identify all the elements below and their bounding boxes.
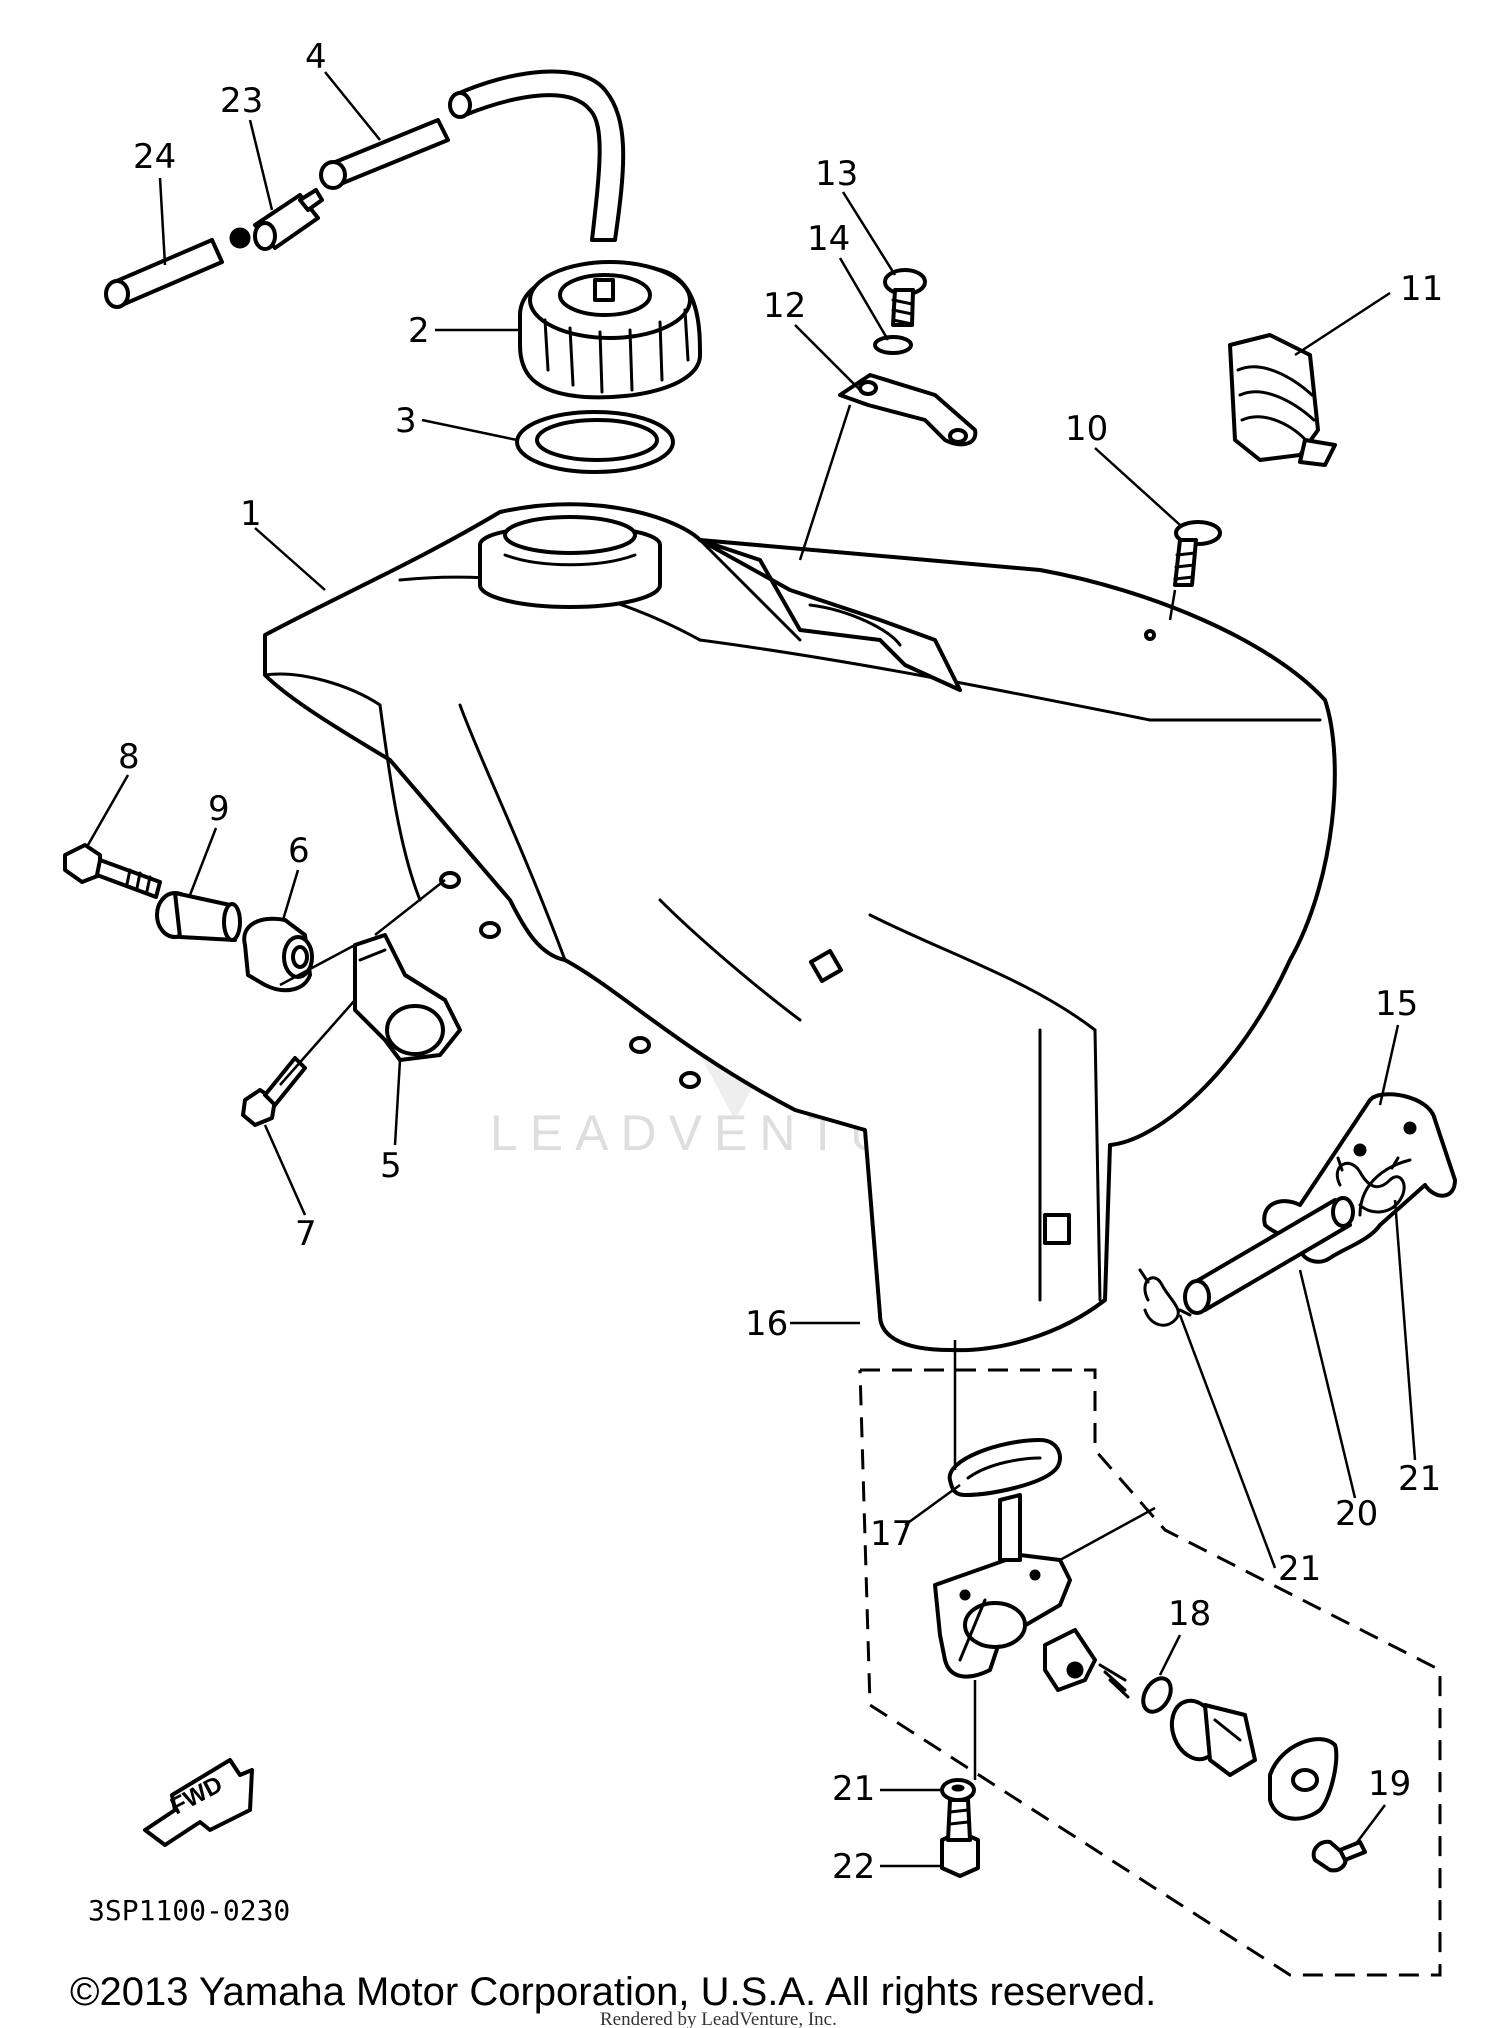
callout-20: 20 xyxy=(1335,1494,1378,1534)
rendered-by-note: Rendered by LeadVenture, Inc. xyxy=(600,2009,837,2028)
leader-line xyxy=(1168,589,1177,621)
drain-washer xyxy=(940,1778,976,1802)
callout-8: 8 xyxy=(118,737,140,777)
hose-clip-lower xyxy=(1138,1268,1192,1327)
tank-mount-bracket xyxy=(353,933,462,1062)
check-valve xyxy=(229,188,324,251)
rubber-damper xyxy=(242,916,314,993)
fuel-tank xyxy=(263,502,1337,1353)
fuel-cock-assembly-box xyxy=(858,1368,1442,1977)
callout-3: 3 xyxy=(395,401,417,441)
collar xyxy=(155,891,242,942)
leader-line xyxy=(374,879,446,936)
callout-14: 14 xyxy=(807,219,850,259)
callout-1: 1 xyxy=(240,494,262,534)
callout-21-right: 21 xyxy=(1398,1459,1441,1499)
forward-arrow-icon: FWD xyxy=(143,1758,254,1847)
callout-23: 22 xyxy=(832,1847,875,1887)
callout-13: 13 xyxy=(815,154,858,194)
callout-19: 19 xyxy=(1368,1764,1411,1804)
callout-12: 12 xyxy=(763,286,806,326)
plate-screw xyxy=(1311,1839,1367,1873)
leader-line xyxy=(1059,1506,1156,1562)
callout-17: 17 xyxy=(870,1514,913,1554)
fuel-pipe xyxy=(1183,1196,1355,1315)
hose-clip-upper xyxy=(1335,1156,1406,1214)
callout-11: 11 xyxy=(1400,269,1443,309)
callout-5: 5 xyxy=(380,1146,402,1186)
callout-15: 15 xyxy=(1375,984,1418,1024)
fuel-cock-gasket xyxy=(947,1438,1062,1497)
callout-18: 18 xyxy=(1168,1594,1211,1634)
o-ring xyxy=(1141,1676,1173,1714)
callout-2: 2 xyxy=(408,311,430,351)
drain-bolt xyxy=(940,1798,980,1878)
callout-10: 10 xyxy=(1065,409,1108,449)
callouts: 1 2 3 4 23 24 13 14 12 11 10 8 9 xyxy=(86,37,1443,1887)
callout-25: 24 xyxy=(133,137,176,177)
callout-24: 23 xyxy=(220,81,263,121)
filler-cap xyxy=(518,260,702,400)
bracket-bolt xyxy=(883,268,927,327)
leader-line xyxy=(279,943,356,987)
copyright-notice: ©2013 Yamaha Motor Corporation, U.S.A. A… xyxy=(70,1970,1156,2014)
callout-7: 7 xyxy=(295,1214,317,1254)
diagram-code: 3SP1100-0230 xyxy=(88,1894,290,1927)
callout-4: 4 xyxy=(305,37,327,77)
tank-pad xyxy=(1228,333,1337,467)
callout-22: 21 xyxy=(832,1769,875,1809)
filler-neck xyxy=(478,515,662,609)
leader-line xyxy=(798,404,852,561)
fuel-cock-lever xyxy=(1169,1698,1257,1777)
fuel-cock-body xyxy=(933,1493,1072,1679)
fuel-cock-plate xyxy=(1268,1737,1339,1821)
cap-gasket xyxy=(515,410,675,474)
mount-bolt xyxy=(63,843,162,899)
pad-screw xyxy=(1173,520,1222,587)
bracket-washer xyxy=(873,335,913,355)
breather-hose xyxy=(319,69,626,242)
vent-pipe xyxy=(104,238,224,309)
callout-9: 9 xyxy=(208,789,230,829)
fuel-cock-valve xyxy=(1043,1628,1130,1699)
callout-6: 6 xyxy=(288,831,310,871)
tank-bracket xyxy=(838,373,978,447)
leader-line xyxy=(279,999,356,1086)
callout-16: 16 xyxy=(745,1304,788,1344)
callout-21-lower: 21 xyxy=(1278,1549,1321,1589)
